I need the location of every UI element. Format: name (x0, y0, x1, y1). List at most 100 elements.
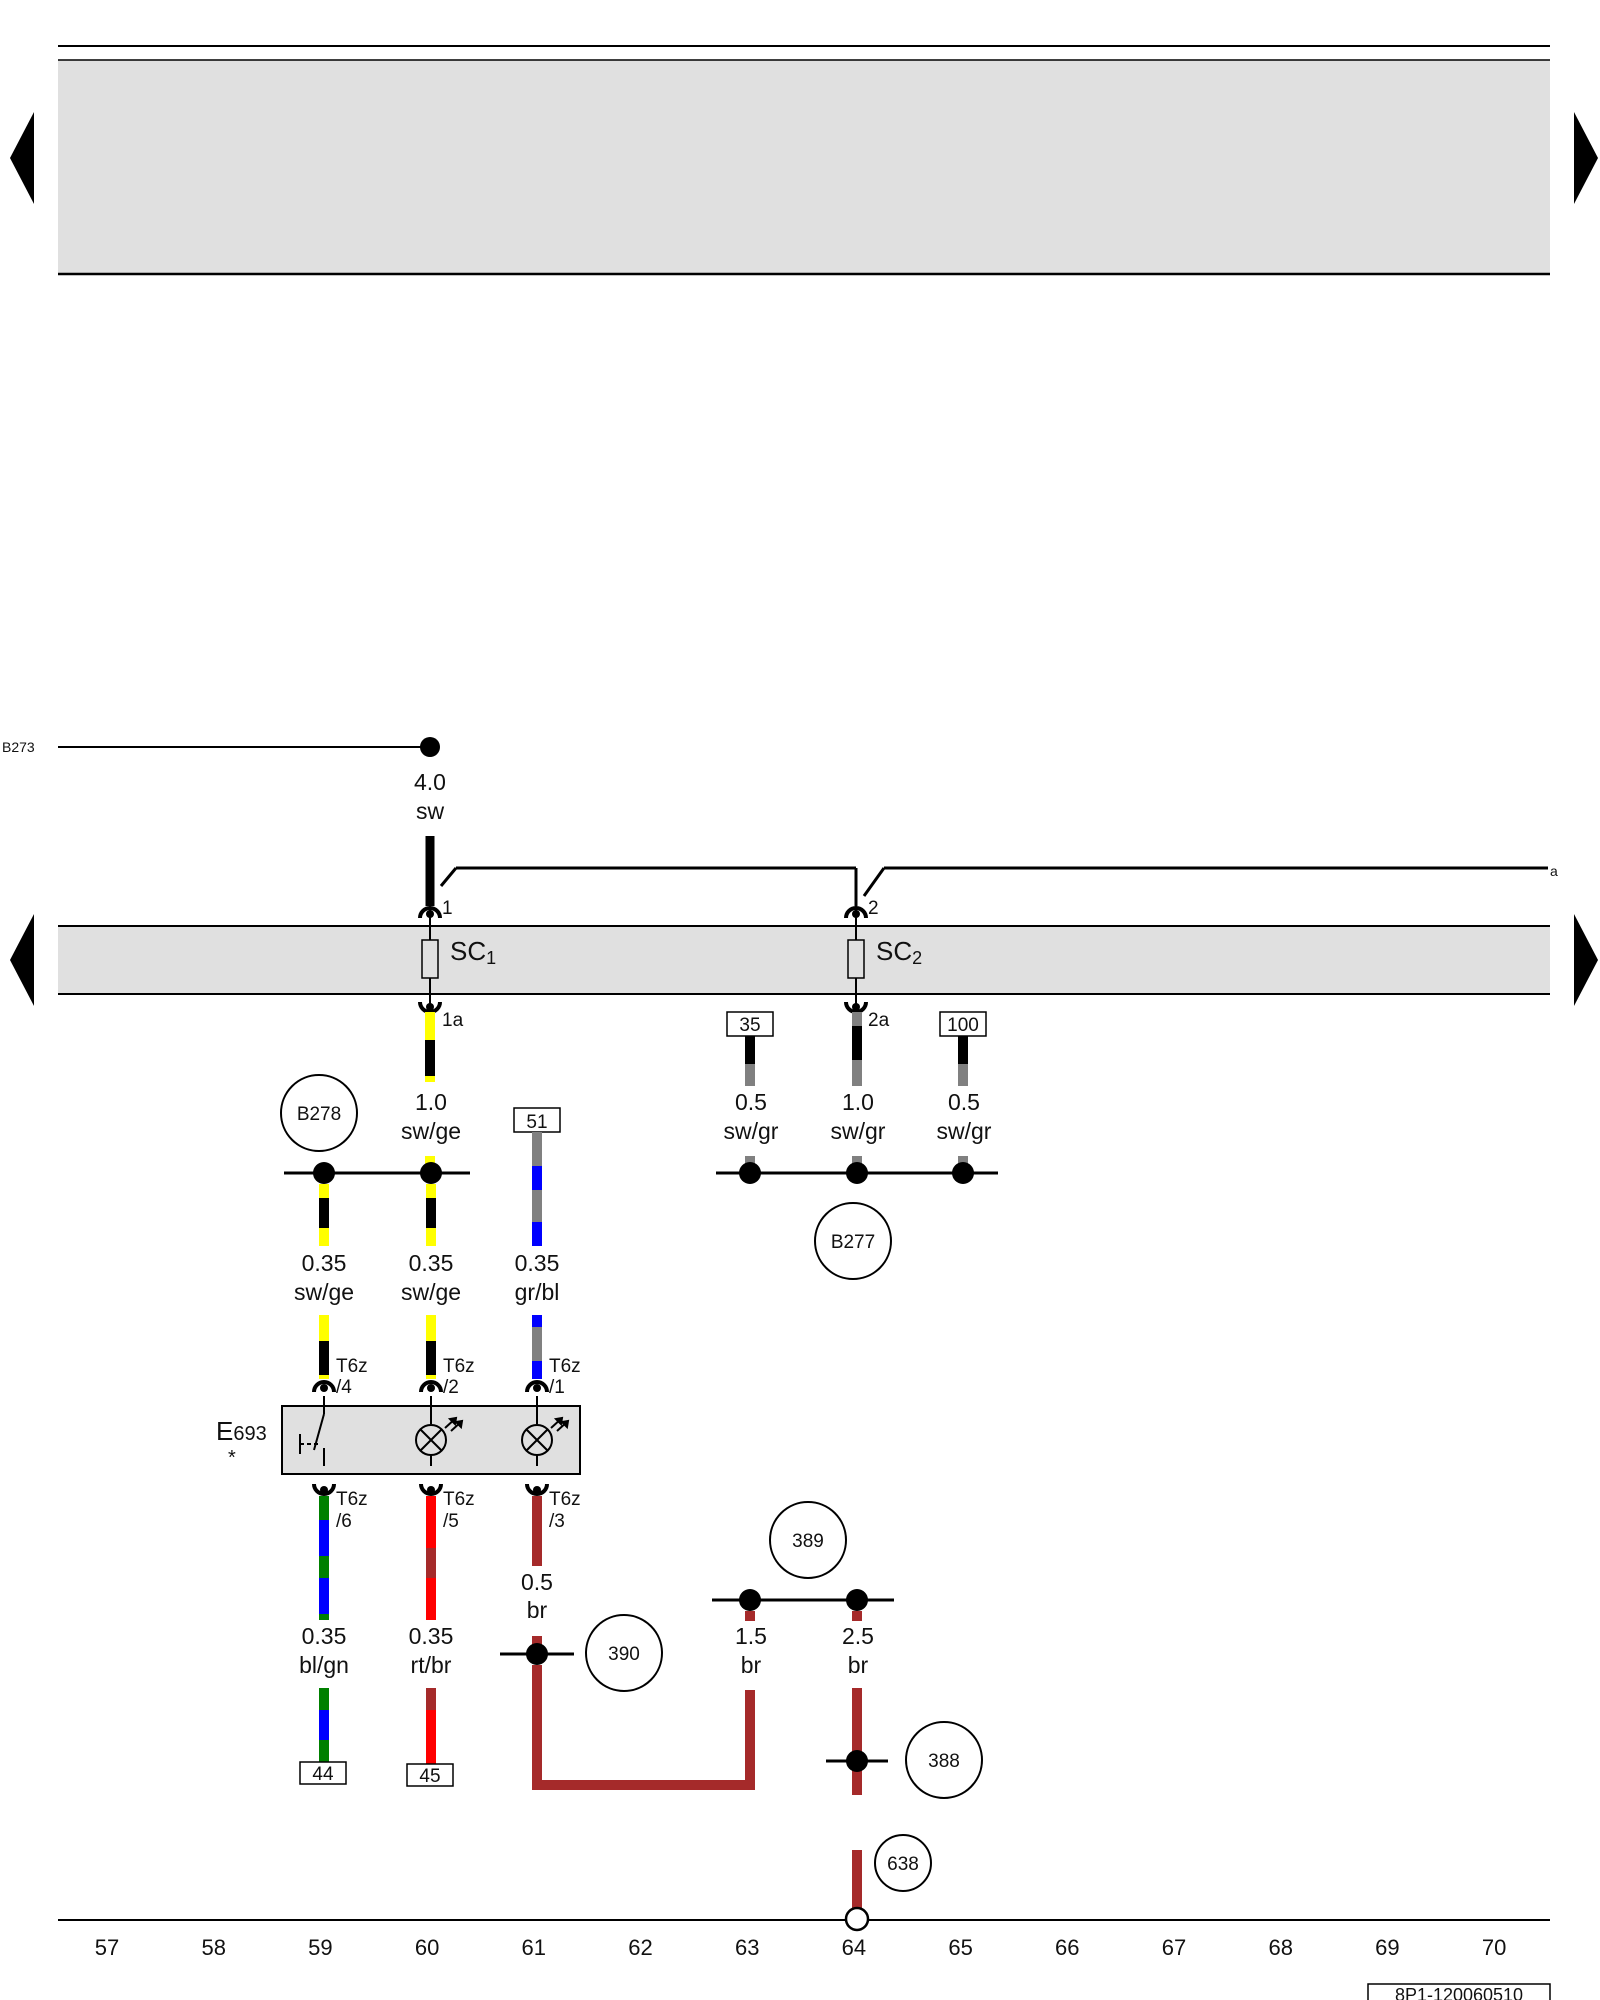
junction-dot (846, 1162, 868, 1184)
junction-dot (952, 1162, 974, 1184)
splice-388-label: 388 (928, 1751, 960, 1772)
svg-text:0.35: 0.35 (409, 1623, 454, 1649)
wire-label-389b: 2.5 br (842, 1623, 874, 1678)
svg-text:SC1: SC1 (450, 936, 496, 968)
splice-638-label: 638 (887, 1854, 919, 1875)
wire-t6z5-upper (426, 1496, 436, 1620)
prev-page-arrow-icon[interactable] (10, 112, 34, 204)
svg-text:T6z: T6z (336, 1356, 368, 1377)
wire-stub (425, 1156, 435, 1166)
ref-box-35 (726, 1011, 774, 1037)
svg-text:1.0: 1.0 (415, 1089, 447, 1115)
wire-label-t6z3: 0.5 br (521, 1569, 553, 1623)
junction-dot (526, 1643, 548, 1665)
svg-text:sw/ge: sw/ge (401, 1279, 461, 1305)
wire-390-389-route (532, 1665, 755, 1790)
wire-label-sc2-out: 1.0 sw/gr (831, 1089, 886, 1144)
svg-text:1: 1 (442, 898, 453, 919)
svg-text:br: br (527, 1597, 548, 1623)
junction-dot (420, 737, 440, 757)
wire-t6z2-lower (426, 1315, 436, 1379)
svg-text:T6z: T6z (443, 1356, 475, 1377)
splice-389-circle (769, 1501, 847, 1579)
column-number: 67 (1162, 1935, 1186, 1960)
ref-44-label: 44 (312, 1764, 334, 1785)
wire-t6z2-upper (426, 1184, 436, 1246)
splice-390-label: 390 (608, 1644, 640, 1665)
wire-t6z6-upper (319, 1496, 329, 1620)
lamp-icon (521, 1396, 570, 1466)
wire-label-t6z4: 0.35 sw/ge (294, 1250, 354, 1305)
svg-text:T6z: T6z (549, 1356, 581, 1377)
junction-dot (739, 1162, 761, 1184)
svg-text:0.5: 0.5 (948, 1089, 980, 1115)
svg-text:sw/ge: sw/ge (294, 1279, 354, 1305)
wire-100 (958, 1036, 968, 1086)
svg-text:/5: /5 (443, 1511, 459, 1532)
connector-ref-right: a (1550, 863, 1558, 879)
splice-b278-label: B278 (297, 1104, 341, 1125)
ref-51-label: 51 (526, 1112, 547, 1133)
svg-text:1.0: 1.0 (842, 1089, 874, 1115)
ref-35-label: 35 (739, 1015, 760, 1036)
splice-638-circle (874, 1834, 932, 1892)
column-number: 65 (948, 1935, 972, 1960)
connector-arcs-top (312, 1380, 549, 1393)
svg-text:/2: /2 (443, 1377, 459, 1398)
svg-text:4.0: 4.0 (414, 769, 446, 795)
svg-text:T6z: T6z (336, 1489, 368, 1510)
wire-label-t6z6: 0.35 bl/gn (299, 1623, 349, 1678)
wire-stub (852, 1611, 862, 1621)
splice-389-label: 389 (792, 1531, 824, 1552)
wire-label-35: 0.5 sw/gr (724, 1089, 779, 1144)
header-band (58, 45, 1550, 276)
column-number: 61 (522, 1935, 546, 1960)
switch-icon (299, 1396, 325, 1466)
doc-id: 8P1-120060510 (1395, 1985, 1523, 2000)
svg-text:T6z: T6z (549, 1489, 581, 1510)
svg-text:/6: /6 (336, 1511, 352, 1532)
svg-text:br: br (848, 1652, 869, 1678)
lamp-icon (415, 1396, 464, 1466)
column-number: 64 (842, 1935, 866, 1960)
pin-dot (533, 1384, 541, 1392)
splice-388-circle (905, 1721, 983, 1799)
pin-dot (427, 1486, 435, 1494)
ground-point (844, 1906, 870, 1932)
connector-ref-left: B273 (2, 739, 35, 755)
wire-label-t6z5: 0.35 rt/br (409, 1623, 454, 1678)
ref-box-44 (299, 1761, 347, 1785)
prev-band-arrow-icon[interactable] (10, 914, 34, 1006)
pin-dot (320, 1486, 328, 1494)
svg-text:sw: sw (416, 798, 445, 824)
column-number: 63 (735, 1935, 759, 1960)
supply-bus (439, 866, 1548, 906)
column-number: 69 (1375, 1935, 1399, 1960)
ref-box-45 (406, 1763, 454, 1787)
svg-text:T6z: T6z (443, 1489, 475, 1510)
svg-text:0.35: 0.35 (515, 1250, 560, 1276)
wire-t6z1-upper (532, 1132, 542, 1246)
ref-box-100 (939, 1011, 987, 1037)
svg-text:1a: 1a (442, 1010, 464, 1031)
column-number: 60 (415, 1935, 439, 1960)
svg-text:sw/gr: sw/gr (937, 1118, 992, 1144)
junction-dot (846, 1589, 868, 1611)
wire-t6z1-lower (532, 1315, 542, 1379)
svg-text:2.5: 2.5 (842, 1623, 874, 1649)
svg-text:rt/br: rt/br (411, 1652, 452, 1678)
wire-label-t6z2: 0.35 sw/ge (401, 1250, 461, 1305)
component-e693 (281, 1396, 581, 1475)
svg-text:sw/gr: sw/gr (831, 1118, 886, 1144)
svg-text:/3: /3 (549, 1511, 565, 1532)
column-number: 70 (1482, 1935, 1506, 1960)
next-band-arrow-icon[interactable] (1574, 914, 1598, 1006)
next-page-arrow-icon[interactable] (1574, 112, 1598, 204)
wire-stubs-b277 (745, 1156, 968, 1166)
svg-text:bl/gn: bl/gn (299, 1652, 349, 1678)
svg-text:/4: /4 (336, 1377, 352, 1398)
svg-text:sw/gr: sw/gr (724, 1118, 779, 1144)
column-number: 58 (201, 1935, 225, 1960)
ref-45-label: 45 (419, 1766, 440, 1787)
junction-dot (313, 1162, 335, 1184)
